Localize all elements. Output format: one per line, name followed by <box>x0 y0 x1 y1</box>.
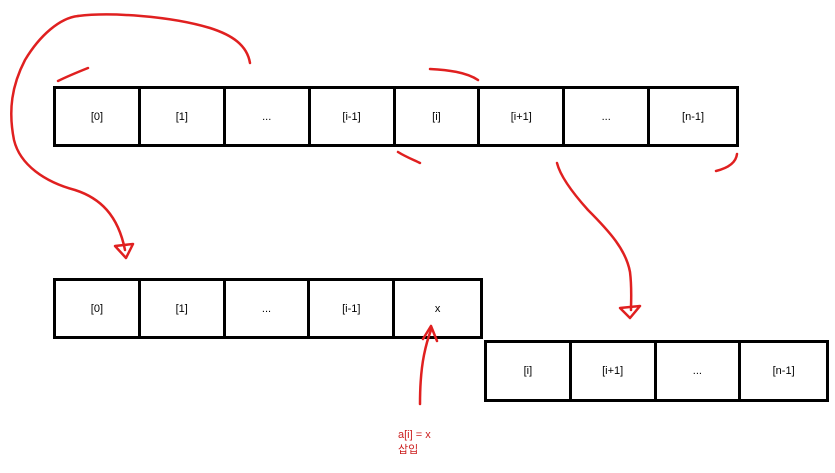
array-cell: [0] <box>56 281 141 336</box>
array-cell: [i-1] <box>310 281 396 336</box>
array-cell: ... <box>565 89 651 144</box>
bracket-mark <box>714 152 739 173</box>
bracket-mark <box>56 66 90 83</box>
back-array: [i] [i+1] ... [n-1] <box>484 340 829 402</box>
inserted-cell: x <box>434 302 441 315</box>
array-cell: ... <box>226 89 311 144</box>
array-cell: ... <box>657 343 742 399</box>
array-cell: [0] <box>56 89 141 144</box>
move-back-arrow <box>555 161 633 312</box>
annotation-text: 삽입 <box>398 444 419 456</box>
front-array: [0] [1] ... [i-1] x <box>53 278 483 339</box>
array-cell: [1] <box>141 281 226 336</box>
array-cell: [i] <box>487 343 572 399</box>
array-cell: [1] <box>141 89 226 144</box>
insert-arrow <box>418 328 433 406</box>
array-cell: [n-1] <box>772 365 795 377</box>
array-cell: [i] <box>396 89 481 144</box>
arrowhead-icon <box>618 304 642 320</box>
annotation-text: a[i] = x <box>398 429 431 441</box>
array-cell: ... <box>226 281 311 336</box>
bracket-mark <box>76 13 252 65</box>
array-cell: [i+1] <box>480 89 566 144</box>
original-array: [0] [1] ... [i-1] [i] [i+1] ... [n-1] <box>53 86 739 147</box>
array-cell: [i-1] <box>311 89 396 144</box>
array-cell: [n-1] <box>682 110 705 123</box>
array-cell: [i+1] <box>572 343 657 399</box>
bracket-mark <box>396 150 422 165</box>
bracket-mark <box>428 67 480 82</box>
arrowhead-icon <box>113 242 135 260</box>
